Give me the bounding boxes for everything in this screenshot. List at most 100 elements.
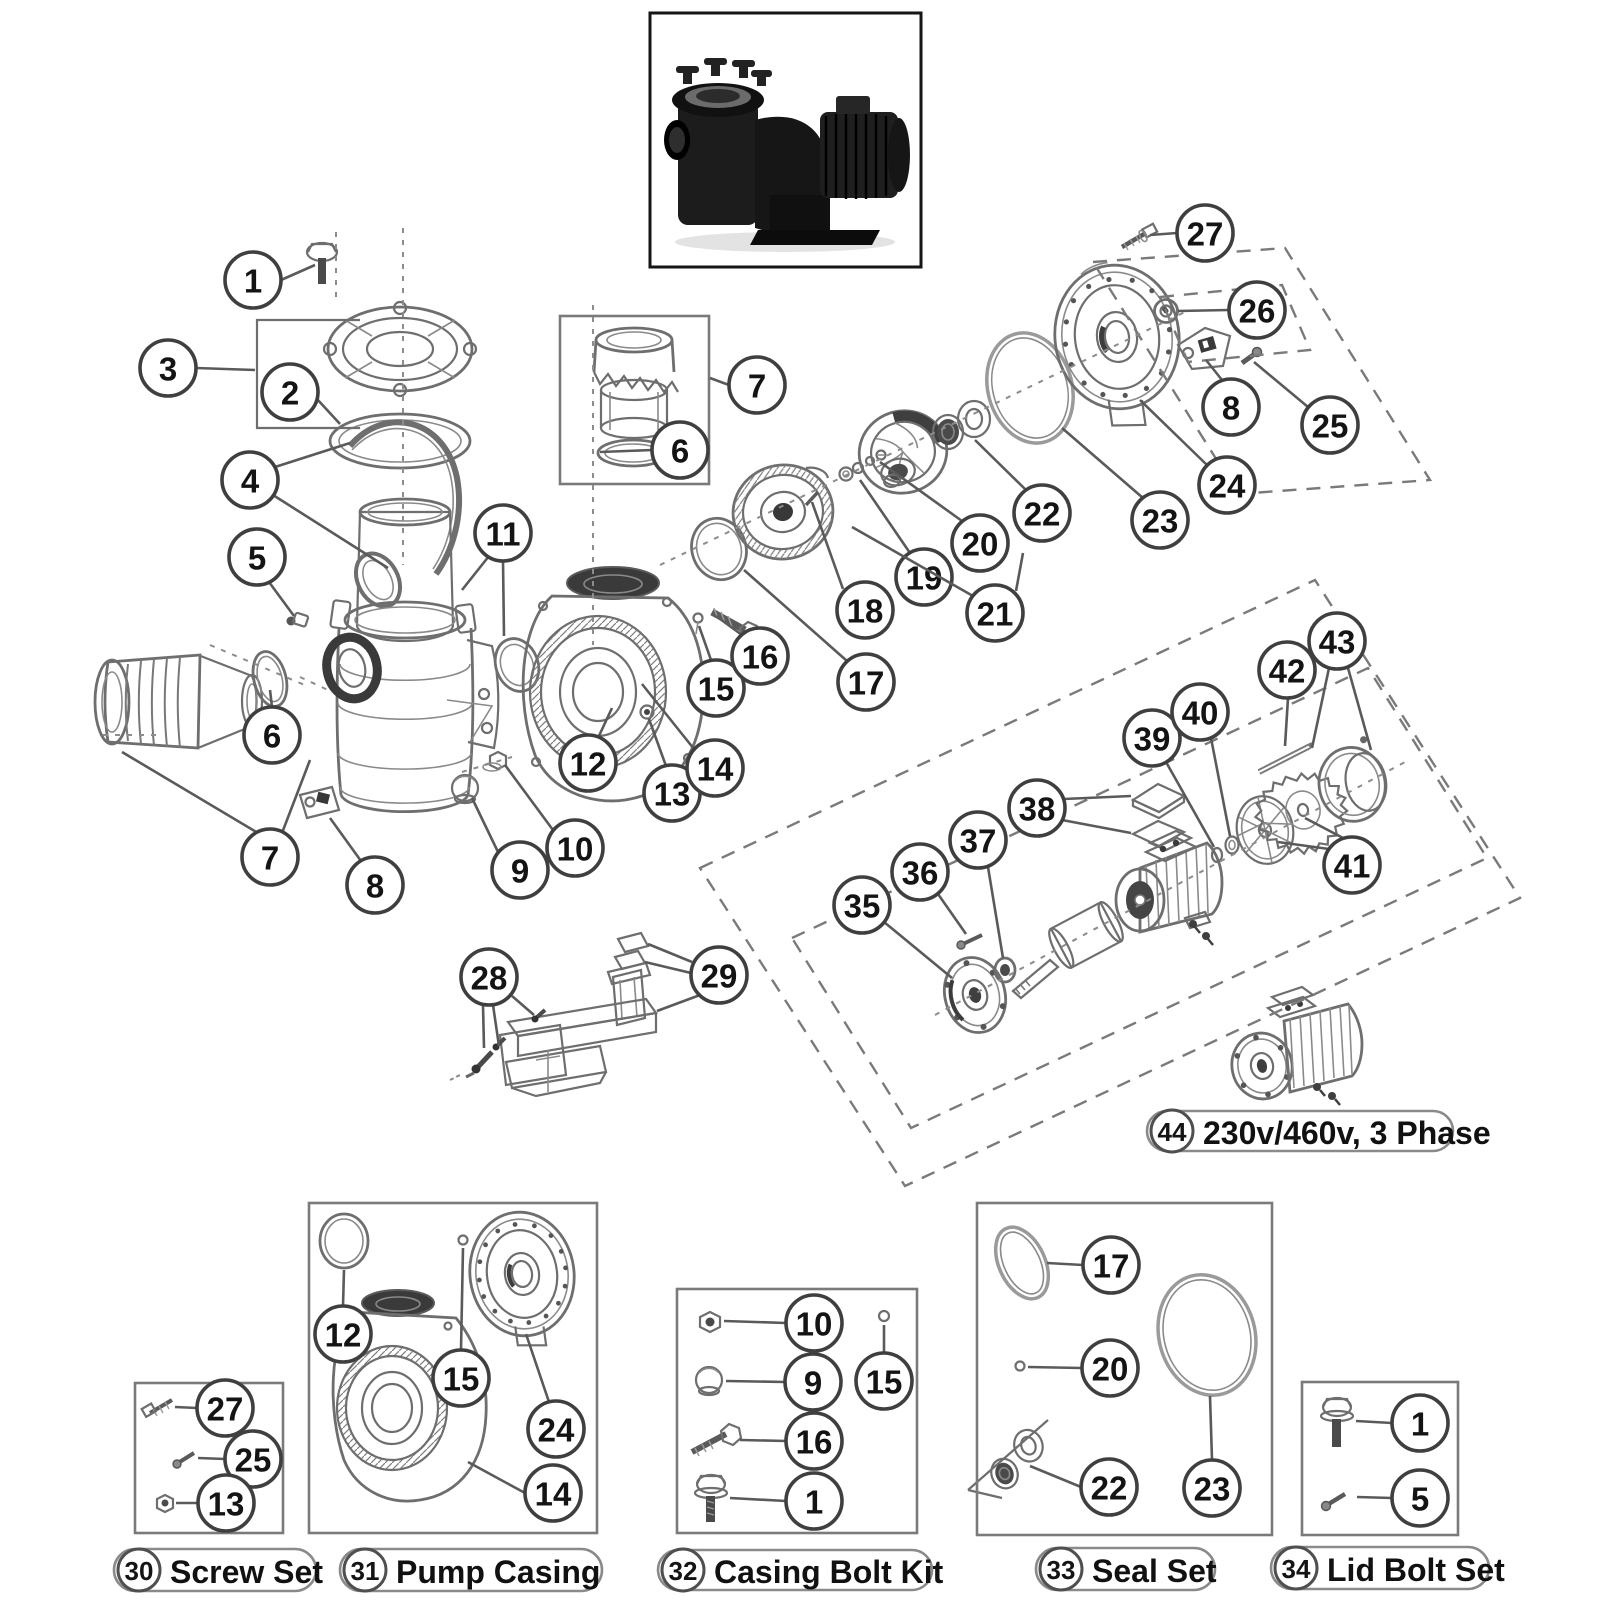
callout-22: 22 (974, 439, 1072, 543)
callout-number-24: 24 (538, 1412, 575, 1449)
kit-label-text-44: 230v/460v, 3 Phase (1203, 1115, 1491, 1151)
callout-leader-11 (460, 555, 491, 591)
callout-leader-15 (697, 625, 713, 661)
solid-group-boxes (133, 314, 1460, 1537)
callout-leader-43 (1310, 667, 1331, 749)
axis-inlet-axis-3 (299, 676, 331, 692)
callout-number-40: 40 (1182, 695, 1219, 732)
callout-leader-37 (986, 866, 1005, 959)
kit-label-text-32: Casing Bolt Kit (714, 1554, 944, 1590)
motor-flange-part (942, 956, 1008, 1034)
callout-20: 20 (879, 460, 1010, 573)
callout-26: 26 (1177, 280, 1287, 340)
callout-leader-10 (723, 1319, 787, 1325)
callout-number-7: 7 (748, 368, 766, 405)
callout-circle-26 (1227, 280, 1287, 340)
shaft-seal-drawing (931, 399, 992, 451)
callout-circle-7 (727, 355, 787, 415)
callout-27: 27 (174, 1378, 255, 1438)
callout-leader-40 (1209, 737, 1232, 837)
callout-14: 14 (467, 1460, 583, 1523)
seal-set-box (975, 1201, 1274, 1537)
callout-number-26: 26 (1239, 293, 1276, 330)
callout-leader-20 (879, 460, 963, 523)
callout-number-21: 21 (977, 596, 1014, 633)
kit-label-number-33: 33 (1047, 1555, 1076, 1585)
callout-number-20: 20 (1092, 1351, 1129, 1388)
callout-leader-41 (1304, 816, 1346, 841)
callout-number-15: 15 (443, 1361, 480, 1398)
kit-label-pill-31 (338, 1547, 604, 1593)
callout-15: 15 (431, 1247, 491, 1408)
callout-number-22: 22 (1024, 496, 1061, 533)
callout-13: 13 (176, 1473, 256, 1533)
callout-circle-7 (240, 827, 300, 887)
callout-number-27: 27 (1187, 216, 1224, 253)
casing-bolt-13-part (639, 704, 655, 720)
motor-3phase-drawing (1230, 985, 1364, 1106)
callout-circle-14 (523, 1463, 583, 1523)
callout-leader-6 (268, 689, 274, 708)
callout-14: 14 (640, 683, 745, 798)
callout-circle-20 (1080, 1338, 1140, 1398)
callout-leader-1 (1355, 1419, 1393, 1425)
callout-circle-22 (1079, 1457, 1139, 1517)
callout-circle-39 (1122, 708, 1182, 768)
callout-20: 20 (1027, 1338, 1140, 1398)
callout-circle-16 (784, 1411, 844, 1471)
callout-leader-1 (729, 1496, 787, 1503)
callout-number-11: 11 (486, 516, 521, 553)
motor-body-part (1114, 829, 1224, 946)
fan-cover-part (1317, 736, 1388, 823)
kit-label-circle-30 (116, 1547, 162, 1593)
axis-motor-axis (934, 761, 1406, 1016)
callout-2: 2 (260, 362, 341, 425)
callout-12: 12 (313, 1269, 373, 1364)
callout-40: 40 (1170, 682, 1232, 837)
callout-leader-6 (599, 448, 653, 454)
callout-leader-1 (280, 263, 316, 282)
callout-leader-11 (501, 560, 506, 637)
callout-number-25: 25 (1312, 408, 1349, 445)
callout-number-3: 3 (159, 351, 177, 388)
callout-leader-20 (1027, 1365, 1083, 1370)
callout-number-6: 6 (263, 718, 281, 755)
callout-circle-16 (730, 626, 790, 686)
callout-36: 36 (890, 842, 968, 935)
callout-circle-1 (784, 1471, 844, 1531)
callout-number-12: 12 (570, 746, 607, 783)
motor-washer-40 (1224, 835, 1240, 855)
callout-41: 41 (1277, 816, 1382, 895)
kit-label-circle-32 (660, 1547, 706, 1593)
callout-leader-9 (725, 1379, 786, 1384)
callout-leader-43 (1346, 667, 1373, 751)
callout-16: 16 (715, 614, 790, 686)
callout-19: 19 (858, 479, 954, 607)
callout-39: 39 (1122, 708, 1216, 848)
callout-leader-7 (121, 750, 259, 835)
callout-9: 9 (725, 1352, 843, 1412)
callout-leader-5 (1356, 1495, 1393, 1500)
callout-29: 29 (644, 942, 749, 1013)
callout-number-38: 38 (1019, 791, 1056, 828)
callout-leader-16 (739, 1438, 787, 1443)
kit-label-pill-30 (112, 1547, 318, 1593)
callout-8: 8 (328, 817, 405, 915)
callout-leader-25 (1253, 361, 1309, 408)
callout-circle-8 (1201, 377, 1261, 437)
callout-leader-29 (647, 942, 693, 964)
callout-circle-9 (490, 840, 550, 900)
callout-15: 15 (686, 625, 746, 718)
callout-leader-38 (1061, 818, 1132, 835)
kit-label-text-31: Pump Casing (396, 1554, 600, 1590)
callout-21: 21 (851, 525, 1025, 643)
callout-circle-23 (1182, 1458, 1242, 1518)
callout-circle-15 (854, 1351, 914, 1411)
pump-casing-kit-parts (318, 1210, 576, 1503)
kit-label-pill-32 (656, 1548, 934, 1592)
callout-number-28: 28 (471, 960, 508, 997)
kit-label-pill-44 (1145, 1109, 1455, 1153)
callout-22: 22 (1029, 1457, 1139, 1517)
